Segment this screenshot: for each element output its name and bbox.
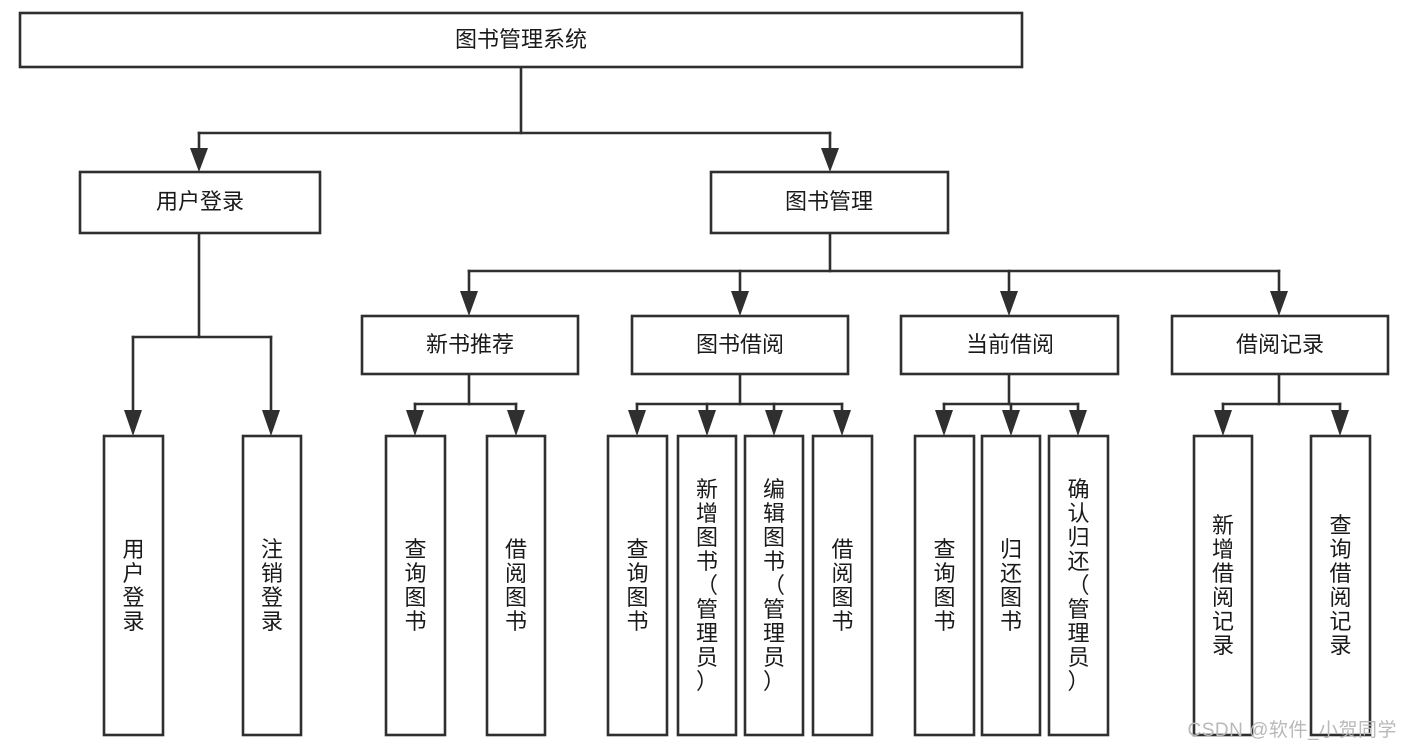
leaf-query-record[interactable]: 查询借阅记录 bbox=[1309, 434, 1372, 737]
leaf-user-login-label: 用户登录 bbox=[122, 537, 144, 634]
node-book-manage-box[interactable] bbox=[709, 170, 950, 235]
node-book-borrow[interactable]: 图书借阅 bbox=[630, 314, 850, 376]
leaf-borrow-book-2-label: 借阅图书 bbox=[831, 537, 853, 634]
leaf-edit-book[interactable]: 编辑图书（管理员） bbox=[743, 434, 805, 737]
leaf-confirm-return[interactable]: 确认归还（管理员） bbox=[1047, 434, 1110, 737]
node-user-login[interactable]: 用户登录 bbox=[78, 170, 322, 235]
node-root-label: 图书管理系统 bbox=[455, 27, 587, 52]
node-user-login-box[interactable] bbox=[78, 170, 322, 235]
leaf-borrow-book-2-box[interactable] bbox=[811, 434, 874, 737]
arrow-head-leaf-query-book-1 bbox=[406, 410, 424, 436]
leaf-add-book[interactable]: 新增图书（管理员） bbox=[676, 434, 738, 737]
arrow-head-new-book-rec bbox=[460, 291, 478, 316]
arrow-head-leaf-query-record bbox=[1331, 410, 1349, 436]
node-book-manage[interactable]: 图书管理 bbox=[709, 170, 950, 235]
arrow-head-leaf-add-record bbox=[1214, 410, 1232, 436]
leaf-add-record-box[interactable] bbox=[1192, 434, 1254, 737]
leaf-edit-book-label: 编辑图书（管理员） bbox=[763, 477, 785, 694]
leaf-borrow-book-2[interactable]: 借阅图书 bbox=[811, 434, 874, 737]
node-root[interactable]: 图书管理系统 bbox=[18, 11, 1024, 69]
arrow-head-borrow-record bbox=[1270, 291, 1288, 316]
leaf-borrow-book-1-label: 借阅图书 bbox=[505, 537, 527, 634]
leaf-user-logout-box[interactable] bbox=[241, 434, 303, 737]
leaf-return-book[interactable]: 归还图书 bbox=[980, 434, 1042, 737]
arrow-head-leaf-borrow-book-2 bbox=[833, 410, 851, 436]
leaf-query-record-label: 查询借阅记录 bbox=[1329, 513, 1351, 658]
leaf-user-login[interactable]: 用户登录 bbox=[102, 434, 165, 737]
connector-layer bbox=[124, 65, 1349, 436]
node-borrow-record-box[interactable] bbox=[1170, 314, 1390, 376]
node-new-book-recommend-box[interactable] bbox=[360, 314, 580, 376]
leaf-edit-book-box[interactable] bbox=[743, 434, 805, 737]
leaf-confirm-return-label: 确认归还（管理员） bbox=[1067, 477, 1089, 694]
arrow-head-book-manage bbox=[821, 148, 839, 172]
leaf-add-book-label: 新增图书（管理员） bbox=[696, 477, 718, 694]
leaf-query-book-3[interactable]: 查询图书 bbox=[913, 434, 976, 737]
leaf-query-book-2-label: 查询图书 bbox=[626, 537, 648, 634]
arrow-head-leaf-add-book bbox=[698, 410, 716, 436]
leaf-borrow-book-1[interactable]: 借阅图书 bbox=[485, 434, 547, 737]
leaf-query-book-3-box[interactable] bbox=[913, 434, 976, 737]
node-borrow-record[interactable]: 借阅记录 bbox=[1170, 314, 1390, 376]
leaf-query-book-2[interactable]: 查询图书 bbox=[606, 434, 669, 737]
leaf-user-logout[interactable]: 注销登录 bbox=[241, 434, 303, 737]
leaf-add-record-label: 新增借阅记录 bbox=[1212, 513, 1234, 658]
arrow-head-book-borrow bbox=[731, 291, 749, 316]
leaf-query-book-3-label: 查询图书 bbox=[933, 537, 955, 634]
node-current-borrow-label: 当前借阅 bbox=[966, 332, 1054, 357]
leaf-query-record-box[interactable] bbox=[1309, 434, 1372, 737]
arrow-head-current-borrow bbox=[1000, 291, 1018, 316]
leaf-user-logout-label: 注销登录 bbox=[261, 537, 283, 634]
leaf-query-book-1-label: 查询图书 bbox=[404, 537, 426, 634]
leaf-add-record[interactable]: 新增借阅记录 bbox=[1192, 434, 1254, 737]
leaf-query-book-2-box[interactable] bbox=[606, 434, 669, 737]
arrow-head-leaf-query-book-2 bbox=[628, 410, 646, 436]
leaf-return-book-box[interactable] bbox=[980, 434, 1042, 737]
node-current-borrow[interactable]: 当前借阅 bbox=[899, 314, 1120, 376]
arrow-head-leaf-user-login bbox=[124, 410, 142, 436]
arrow-head-leaf-return-book bbox=[1002, 410, 1020, 436]
arrow-head-leaf-user-logout bbox=[262, 410, 280, 436]
node-new-book-recommend-label: 新书推荐 bbox=[426, 332, 514, 357]
arrow-head-leaf-borrow-book-1 bbox=[507, 410, 525, 436]
leaf-return-book-label: 归还图书 bbox=[1000, 537, 1022, 634]
leaf-confirm-return-box[interactable] bbox=[1047, 434, 1110, 737]
leaf-add-book-box[interactable] bbox=[676, 434, 738, 737]
node-book-manage-label: 图书管理 bbox=[785, 189, 873, 214]
node-current-borrow-box[interactable] bbox=[899, 314, 1120, 376]
arrow-head-leaf-edit-book bbox=[765, 410, 783, 436]
arrow-head-user-login bbox=[190, 148, 208, 172]
leaf-query-book-1[interactable]: 查询图书 bbox=[384, 434, 447, 737]
watermark-text: CSDN @软件_小贺同学 bbox=[1187, 720, 1397, 741]
arrow-head-leaf-query-book-3 bbox=[935, 410, 953, 436]
leaf-borrow-book-1-box[interactable] bbox=[485, 434, 547, 737]
node-root-box[interactable] bbox=[18, 11, 1024, 69]
leaf-query-book-1-box[interactable] bbox=[384, 434, 447, 737]
node-user-login-label: 用户登录 bbox=[156, 189, 244, 214]
arrow-head-leaf-confirm-return bbox=[1069, 410, 1087, 436]
node-book-borrow-box[interactable] bbox=[630, 314, 850, 376]
node-new-book-recommend[interactable]: 新书推荐 bbox=[360, 314, 580, 376]
leaf-user-login-box[interactable] bbox=[102, 434, 165, 737]
node-book-borrow-label: 图书借阅 bbox=[696, 332, 784, 357]
node-borrow-record-label: 借阅记录 bbox=[1236, 332, 1324, 357]
leaf-node-layer: 用户登录 注销登录 查询图书 借阅图书 查询图书 新增图书（管理员） 编辑图书（管理员） 借阅… bbox=[102, 434, 1372, 737]
